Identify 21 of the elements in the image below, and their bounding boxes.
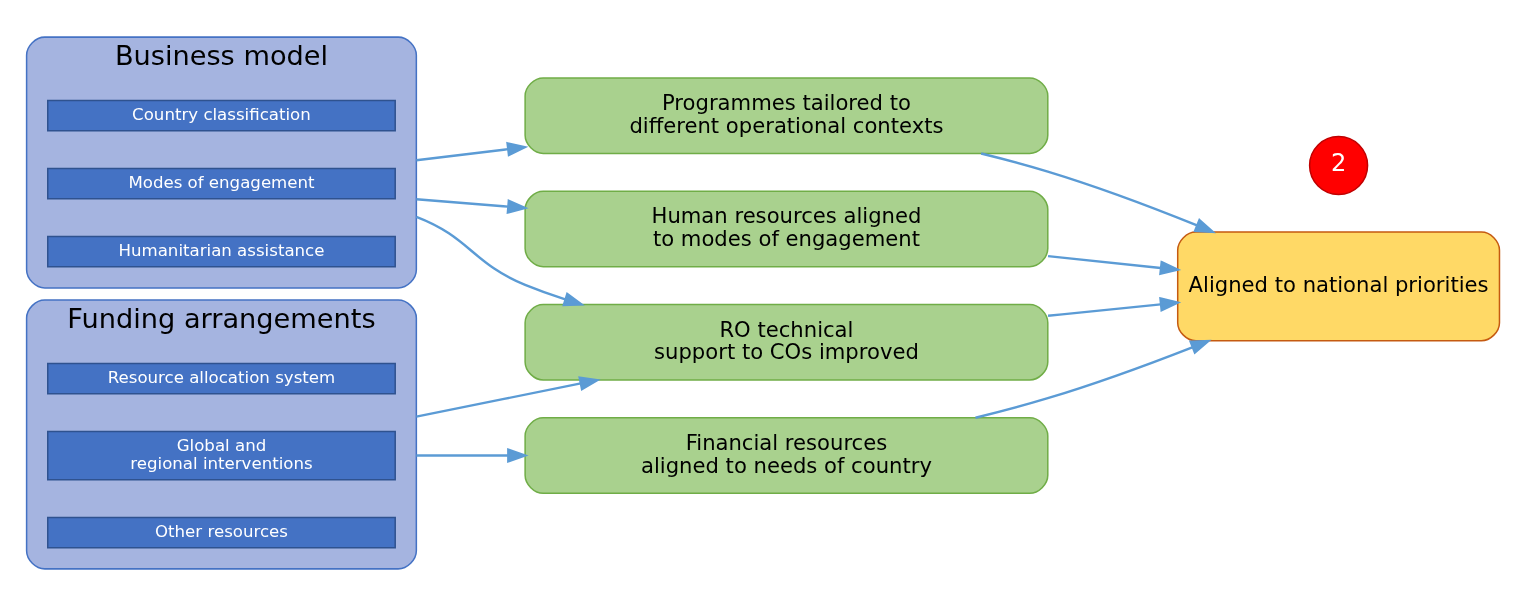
node-box: Global and regional interventions [47, 430, 396, 481]
node-box: Human resources aligned to modes of engagement [524, 190, 1049, 268]
node-box: Aligned to national priorities [1176, 231, 1501, 342]
arrow [416, 141, 529, 162]
arrow [980, 152, 1217, 234]
node-box: Programmes tailored to different operational contexts [524, 77, 1049, 155]
arrow [1047, 296, 1182, 317]
node-box: Country classification [47, 99, 396, 132]
arrow [415, 215, 585, 307]
arrow [416, 448, 529, 464]
node-circle: 2 [1308, 135, 1369, 196]
arrow [1047, 254, 1182, 276]
node-box: Resource allocation system [47, 362, 396, 395]
node-box: RO technical support to COs improved [524, 303, 1049, 381]
arrow [416, 198, 529, 215]
arrow [975, 339, 1212, 419]
node-box: Humanitarian assistance [47, 235, 396, 268]
arrow [416, 376, 601, 418]
node-box: Other resources [47, 516, 396, 549]
node-box: Modes of engagement [47, 167, 396, 200]
node-box: Financial resources aligned to needs of country [524, 417, 1049, 495]
